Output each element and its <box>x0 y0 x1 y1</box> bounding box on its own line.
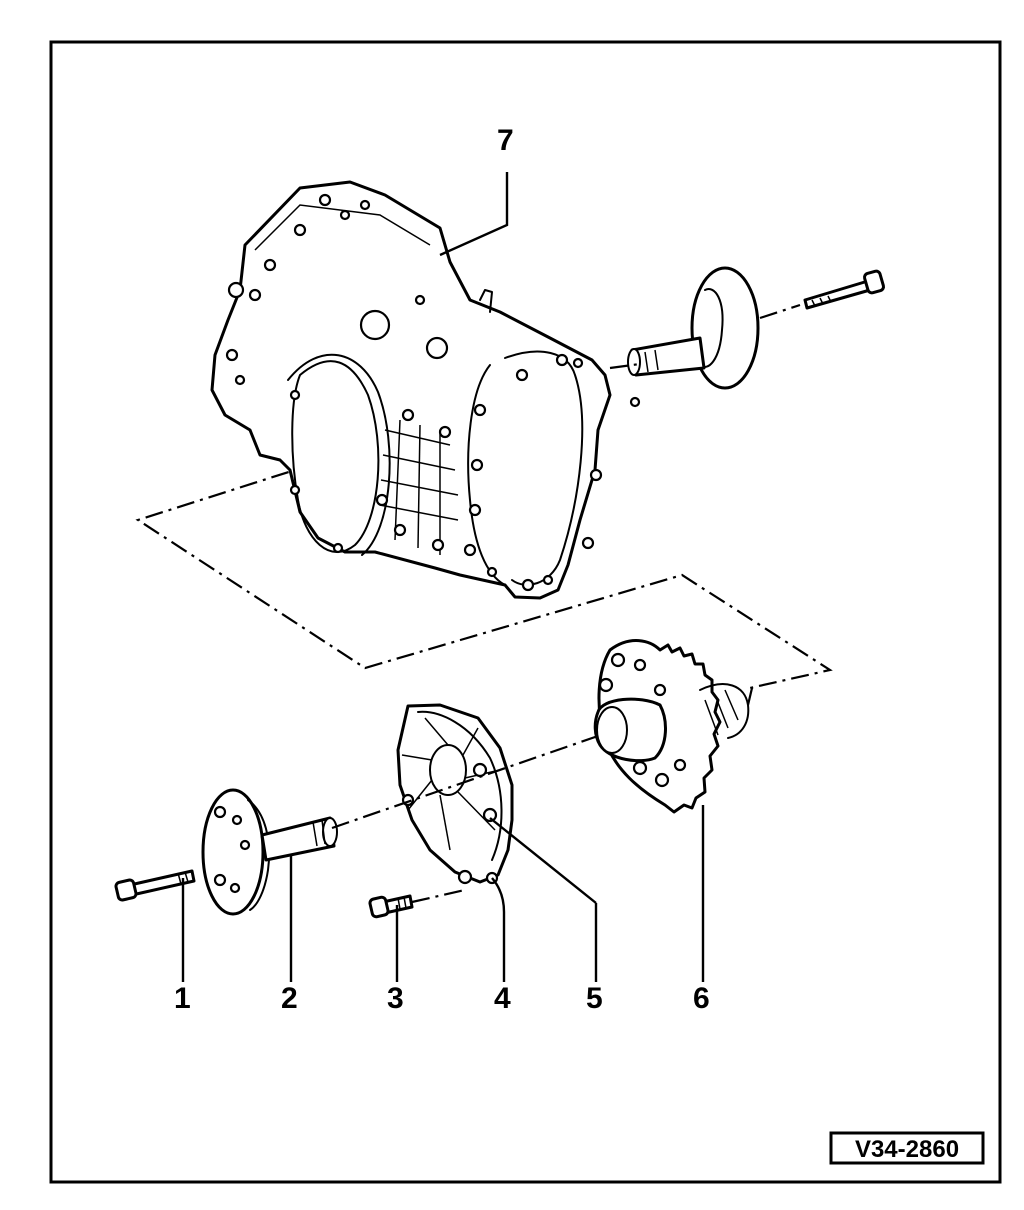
callout-1: 1 <box>174 982 191 1015</box>
diagram-frame <box>49 40 1002 1184</box>
callout-5: 5 <box>586 982 603 1015</box>
callout-7: 7 <box>497 124 514 157</box>
leader-line-7 <box>439 172 509 257</box>
assembly-outline <box>135 460 833 690</box>
upper-flange-shaft <box>609 266 801 390</box>
callout-4: 4 <box>494 982 511 1015</box>
callout-3: 3 <box>387 982 404 1015</box>
reference-code: V34-2860 <box>855 1136 959 1163</box>
lower-flange-shaft <box>201 788 338 916</box>
leader-line-5b <box>489 817 597 904</box>
callout-2: 2 <box>281 982 298 1015</box>
short-bolt-axis-line <box>411 888 466 904</box>
gearbox-housing <box>210 180 641 600</box>
callout-6: 6 <box>693 982 710 1015</box>
upper-flange-bolt <box>803 269 885 310</box>
leader-line-4 <box>491 877 506 982</box>
long-bolt <box>114 869 196 902</box>
reference-code-box <box>829 1131 985 1165</box>
lower-axis-line <box>331 734 599 830</box>
short-bolt <box>368 894 414 919</box>
differential <box>593 639 754 814</box>
cover-plate <box>396 703 514 885</box>
